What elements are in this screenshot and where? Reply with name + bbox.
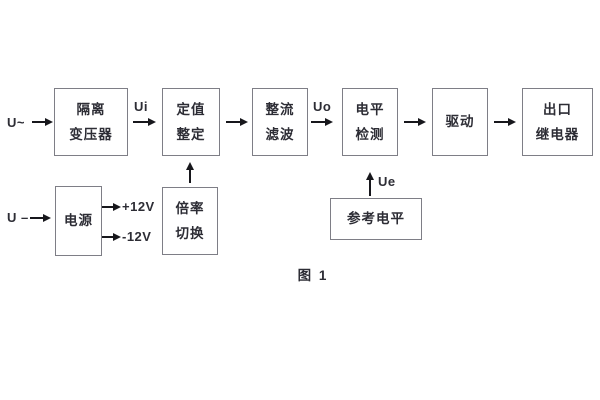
block-label: 参考电平 (347, 211, 405, 227)
arrow-level-to-drive-icon (404, 121, 418, 123)
block-label: 检测 (355, 126, 385, 142)
arrow-plus-12v-icon (102, 206, 113, 208)
block-level-detect: 电平 检测 (342, 88, 398, 156)
label-input-dc: U – (7, 210, 29, 225)
label-uo: Uo (313, 99, 332, 114)
block-label: 变压器 (69, 126, 113, 142)
arrow-input-ac-icon (32, 121, 45, 123)
block-label: 继电器 (535, 126, 580, 142)
block-isolation-transformer: 隔离 变压器 (54, 88, 128, 156)
arrow-drive-to-relay-icon (494, 121, 508, 123)
block-label: 倍率 (175, 201, 205, 216)
block-label: 定值 (176, 102, 206, 117)
block-label: 电平 (355, 102, 385, 117)
arrow-setting-to-rectifier-icon (226, 121, 240, 123)
block-output-relay: 出口 继电器 (522, 88, 593, 156)
block-label: 电源 (64, 213, 93, 229)
figure-caption: 图 1 (297, 268, 329, 283)
arrow-input-dc-icon (30, 217, 43, 219)
block-label: 整流 (265, 102, 295, 117)
arrow-minus-12v-icon (102, 236, 113, 238)
label-ue: Ue (378, 174, 396, 189)
arrow-ue-icon (369, 180, 371, 196)
label-minus-12v: -12V (122, 229, 152, 244)
arrow-ui-icon (133, 121, 148, 123)
block-power-supply: 电源 (55, 186, 102, 256)
label-plus-12v: +12V (122, 199, 155, 214)
block-label: 隔离 (76, 102, 106, 117)
block-rectifier-filter: 整流 滤波 (252, 88, 308, 156)
label-input-ac: U~ (7, 115, 25, 130)
block-label: 滤波 (265, 126, 295, 142)
block-label: 驱动 (445, 114, 475, 130)
block-reference-level: 参考电平 (330, 198, 422, 240)
arrow-ratio-to-setting-icon (189, 170, 191, 183)
block-drive: 驱动 (432, 88, 488, 156)
block-label: 整定 (176, 126, 206, 142)
arrow-uo-icon (311, 121, 325, 123)
block-ratio-switch: 倍率 切换 (162, 187, 218, 255)
block-label: 切换 (175, 225, 205, 241)
label-ui: Ui (134, 99, 148, 114)
block-setting-adjust: 定值 整定 (162, 88, 220, 156)
block-label: 出口 (543, 102, 572, 117)
